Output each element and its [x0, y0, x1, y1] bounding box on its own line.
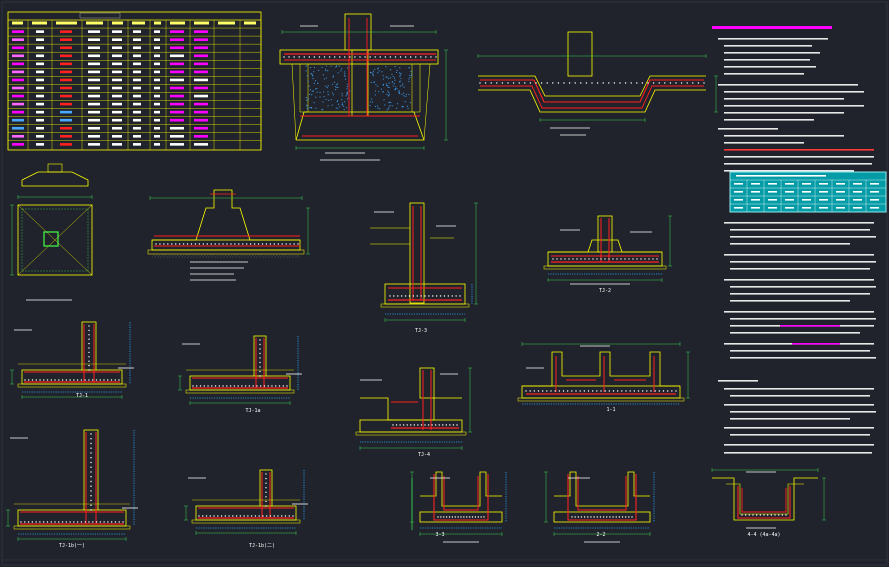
label-tj3: TJ-3 — [415, 328, 427, 334]
label-tj1b-1: TJ-1b(一) — [59, 543, 85, 549]
label-3-3: 3-3 — [435, 532, 444, 538]
label-2-2: 2-2 — [596, 532, 605, 538]
label-1-1: 1-1 — [606, 407, 615, 413]
label-tj1: TJ-1 — [76, 393, 88, 399]
label-4-4: 4-4 (4a-4a) — [747, 532, 780, 538]
label-tj2: TJ-2 — [599, 288, 611, 294]
label-tj1a: TJ-1a — [245, 408, 260, 414]
label-tj1b-2: TJ-1b(二) — [249, 543, 275, 549]
label-tj4: TJ-4 — [418, 452, 430, 458]
